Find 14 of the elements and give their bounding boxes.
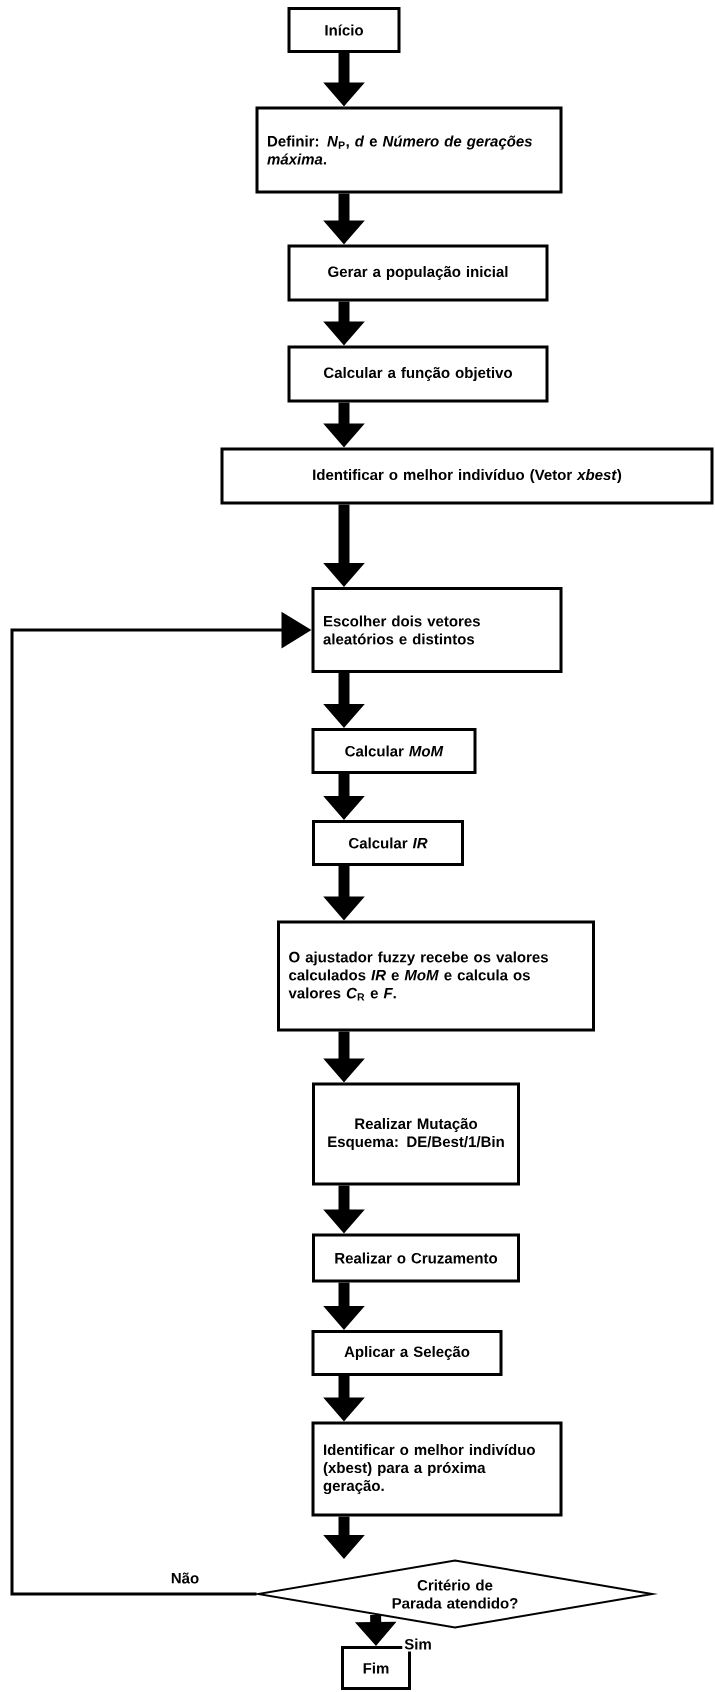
process-box: Calcular IR [312,820,464,866]
process-box: Identificar o melhor indivíduo (Vetor xbest) [220,447,714,505]
process-box: O ajustador fuzzy recebe os valores calculados IR e MoM e calcula os valores C$_{R}$ e F. [277,920,595,1032]
process-box: Gerar a população inicial [287,244,549,302]
edge-label: Sim [402,1636,434,1652]
edge-label: Não [168,1570,202,1586]
process-box: Realizar Mutação Esquema: DE/Best/1/Bin [312,1082,520,1186]
process-box: Identificar o melhor indivíduo (xbest) para a próxima geração. [311,1421,563,1517]
process-box: Realizar o Cruzamento [312,1233,520,1283]
process-box: Calcular MoM [311,728,477,774]
start-box: Início [287,7,401,53]
process-box: Calcular a função objetivo [287,345,549,403]
process-box: Escolher dois vetores aleatórios e distintos [311,587,563,673]
process-box: Aplicar a Seleção [311,1330,503,1376]
